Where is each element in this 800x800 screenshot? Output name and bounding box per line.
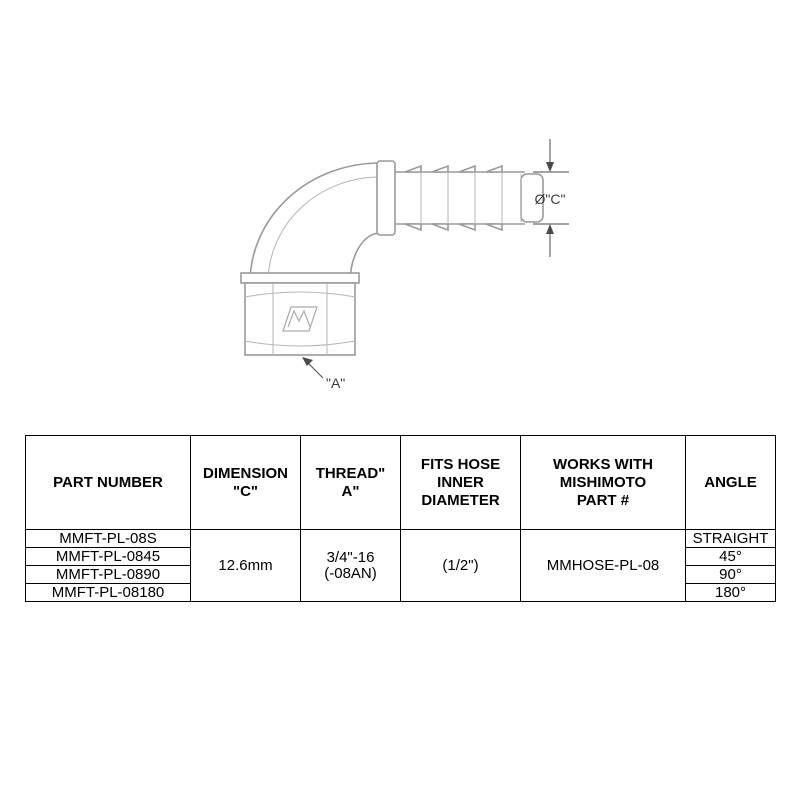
- angle-cell: 90°: [685, 565, 776, 584]
- part-number-cell: MMFT-PL-0890: [25, 565, 191, 584]
- elbow-body: [249, 162, 381, 284]
- column-header-works-with: WORKS WITH MISHIMOTO PART #: [520, 435, 686, 530]
- header-row: PART NUMBER DIMENSION "C" THREAD" A" FIT…: [25, 435, 776, 530]
- part-number-cell: MMFT-PL-0845: [25, 547, 191, 566]
- mishimoto-logo: [282, 306, 318, 332]
- table-row: MMFT-PL-08180 180°: [25, 583, 776, 602]
- a-label: "A": [326, 375, 345, 391]
- angle-cell: 45°: [685, 547, 776, 566]
- table-row: MMFT-PL-0845 45°: [25, 547, 776, 566]
- part-number-cell: MMFT-PL-08180: [25, 583, 191, 602]
- column-header-dimension-c: DIMENSION "C": [190, 435, 301, 530]
- thread-a-cell: 3/4"-16 (-08AN): [300, 529, 401, 602]
- hex-nut: [240, 272, 360, 356]
- angle-cell: STRAIGHT: [685, 529, 776, 548]
- works-with-cell: MMHOSE-PL-08: [520, 529, 686, 602]
- fits-hose-cell: (1/2"): [400, 529, 521, 602]
- a-callout: "A": [302, 357, 345, 391]
- spec-table: PART NUMBER DIMENSION "C" THREAD" A" FIT…: [25, 435, 776, 602]
- dimension-c-cell: 12.6mm: [190, 529, 301, 602]
- dimension-callout: Ø"C": [533, 139, 569, 257]
- column-header-part-number: PART NUMBER: [25, 435, 191, 530]
- fitting-drawing: Ø"C" "A": [240, 139, 569, 391]
- barb-end: [376, 160, 544, 236]
- part-number-cell: MMFT-PL-08S: [25, 529, 191, 548]
- column-header-thread-a: THREAD" A": [300, 435, 401, 530]
- column-header-fits-hose: FITS HOSE INNER DIAMETER: [400, 435, 521, 530]
- angle-cell: 180°: [685, 583, 776, 602]
- table-row: MMFT-PL-08S 12.6mm 3/4"-16 (-08AN) (1/2"…: [25, 529, 776, 602]
- column-header-angle: ANGLE: [685, 435, 776, 530]
- dim-c-label: Ø"C": [535, 191, 566, 207]
